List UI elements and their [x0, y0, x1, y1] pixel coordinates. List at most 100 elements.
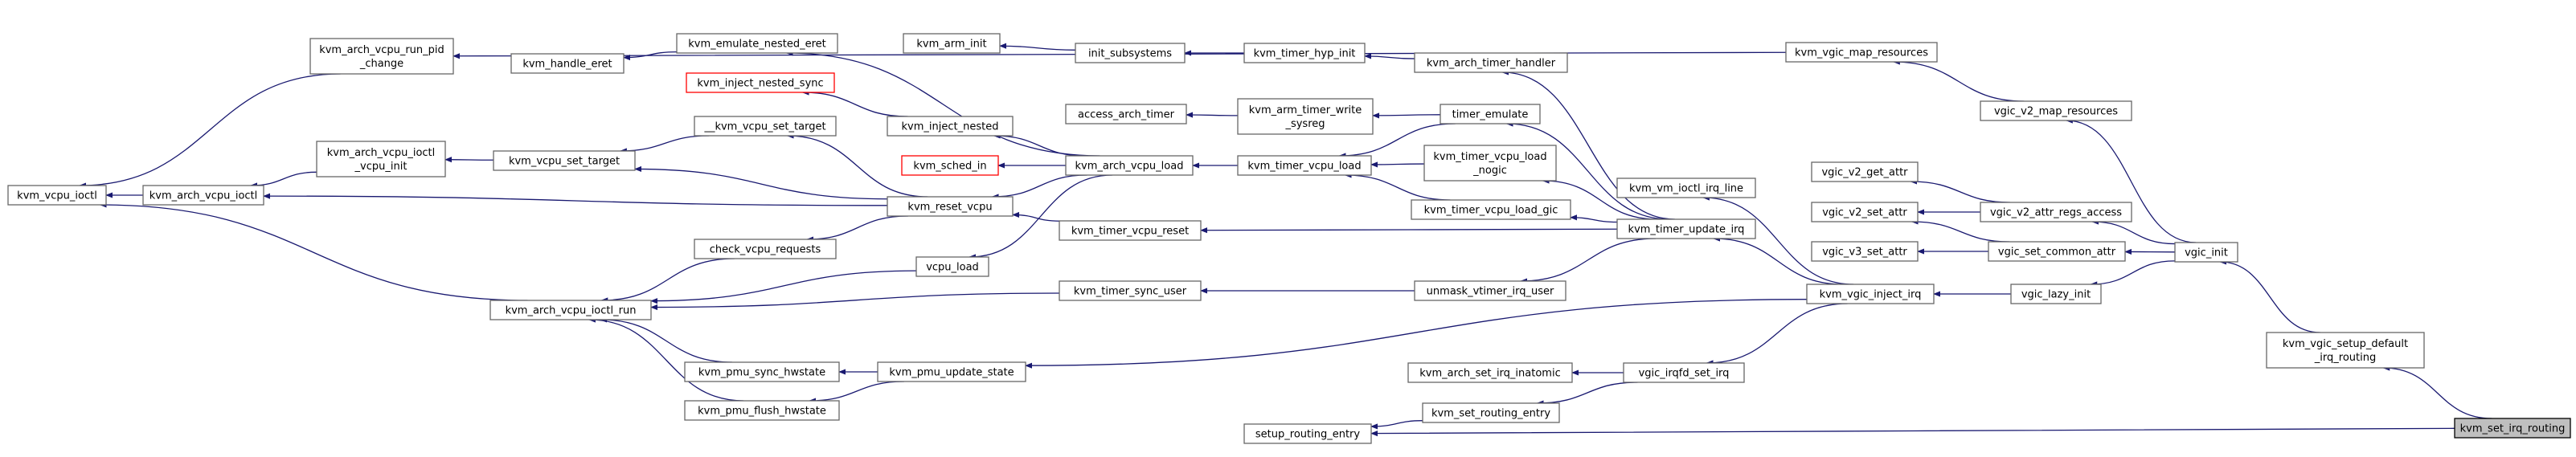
graph-node-timer-emulate[interactable]: timer_emulate — [1440, 104, 1541, 124]
call-edge — [600, 258, 735, 304]
graph-node-arch-vcpu-run-pid[interactable]: kvm_arch_vcpu_run_pid_change — [309, 38, 454, 75]
node-label: kvm_set_irq_routing — [2460, 423, 2566, 435]
node-label: vgic_v2_get_attr — [1821, 167, 1908, 179]
node-box — [309, 38, 454, 75]
graph-node-arch-vcpu-load[interactable]: kvm_arch_vcpu_load — [1065, 155, 1194, 176]
node-label: _change — [359, 58, 403, 70]
node-label: kvm_arm_timer_write — [1249, 104, 1362, 116]
node-box — [1065, 155, 1194, 176]
graph-node-set-routing-entry[interactable]: kvm_set_routing_entry — [1422, 402, 1560, 423]
graph-node-vgic-init[interactable]: vgic_init — [2174, 242, 2238, 263]
node-box — [1237, 155, 1372, 176]
graph-node-arch-vcpu-ioctl-run[interactable]: kvm_arch_vcpu_ioctl_run — [489, 300, 652, 320]
graph-node-timer-vcpu-load-nogic[interactable]: kvm_timer_vcpu_load_nogic — [1423, 145, 1557, 182]
node-label: vcpu_load — [926, 262, 979, 274]
node-box — [1980, 100, 2132, 121]
graph-node-access-arch-timer[interactable]: access_arch_timer — [1065, 104, 1187, 124]
graph-node-inject-nested[interactable]: kvm_inject_nested — [887, 116, 1014, 137]
node-box — [493, 150, 636, 171]
graph-node-timer-vcpu-load-gic[interactable]: kvm_timer_vcpu_load_gic — [1411, 199, 1571, 220]
node-box — [1414, 52, 1568, 73]
node-label: kvm_handle_eret — [522, 59, 612, 71]
graph-node-vgic-irqfd-set-irq[interactable]: vgic_irqfd_set_irq — [1623, 362, 1745, 383]
node-box — [489, 300, 652, 320]
graph-node-setup-routing-entry[interactable]: setup_routing_entry — [1243, 423, 1372, 444]
call-edge — [1012, 211, 1060, 222]
node-box — [1411, 199, 1571, 220]
call-edge — [1370, 161, 1425, 168]
graph-node-vm-ioctl-irq-line[interactable]: kvm_vm_ioctl_irq_line — [1616, 177, 1756, 198]
graph-node-reset-vcpu[interactable]: kvm_reset_vcpu — [887, 196, 1014, 217]
node-box — [142, 185, 264, 206]
graph-node-arch-vcpu-ioctl[interactable]: kvm_arch_vcpu_ioctl — [142, 185, 264, 206]
graph-node-handle-eret[interactable]: kvm_handle_eret — [510, 53, 625, 74]
graph-node-timer-vcpu-reset[interactable]: kvm_timer_vcpu_reset — [1059, 220, 1202, 241]
node-label: kvm_vcpu_set_target — [509, 156, 620, 168]
node-label: kvm_vgic_map_resources — [1795, 47, 1928, 59]
call-edge — [1370, 427, 2455, 437]
graph-node-vcpu-load[interactable]: vcpu_load — [915, 256, 989, 277]
graph-node-vgic-setup-default-irq-routing[interactable]: kvm_vgic_setup_default_irq_routing — [2266, 332, 2425, 369]
node-box — [903, 33, 1001, 54]
graph-node-vgic-v3-set-attr[interactable]: vgic_v3_set_attr — [1811, 241, 1919, 262]
node-box — [1423, 145, 1557, 182]
graph-node-arm-timer-write-sysreg[interactable]: kvm_arm_timer_write_sysreg — [1237, 98, 1374, 135]
graph-node-vgic-v2-map-resources[interactable]: vgic_v2_map_resources — [1980, 100, 2132, 121]
call-edge — [1370, 420, 1423, 430]
graph-node-vgic-v2-set-attr[interactable]: vgic_v2_set_attr — [1811, 202, 1919, 222]
call-edge — [999, 43, 1076, 51]
node-box — [1065, 104, 1187, 124]
graph-node-pmu-update-state[interactable]: kvm_pmu_update_state — [877, 361, 1026, 382]
graph-node-check-vcpu-requests[interactable]: check_vcpu_requests — [694, 239, 837, 259]
call-edge — [1702, 194, 1854, 285]
graph-node---vcpu-set-target[interactable]: __kvm_vcpu_set_target — [694, 116, 837, 137]
graph-node-vcpu-set-target[interactable]: kvm_vcpu_set_target — [493, 150, 636, 171]
node-label: kvm_sched_in — [913, 161, 986, 173]
node-label: kvm_arch_set_irq_inatomic — [1419, 368, 1560, 380]
graph-node-arm-init[interactable]: kvm_arm_init — [903, 33, 1001, 54]
graph-node-arch-timer-handler[interactable]: kvm_arch_timer_handler — [1414, 52, 1568, 73]
graph-node-timer-hyp-init[interactable]: kvm_timer_hyp_init — [1243, 43, 1366, 63]
graph-node-timer-update-irq[interactable]: kvm_timer_update_irq — [1616, 218, 1756, 239]
node-box — [1059, 280, 1202, 301]
graph-node-vgic-map-resources[interactable]: kvm_vgic_map_resources — [1785, 42, 1938, 63]
node-box — [877, 361, 1026, 382]
call-edge — [623, 51, 678, 61]
graph-node-unmask-vtimer-irq-user[interactable]: unmask_vtimer_irq_user — [1414, 280, 1566, 301]
node-box — [1059, 220, 1202, 241]
node-box — [2266, 332, 2425, 369]
call-edge — [801, 89, 908, 117]
node-box — [684, 400, 840, 421]
graph-node-timer-vcpu-load[interactable]: kvm_timer_vcpu_load — [1237, 155, 1372, 176]
call-edge — [444, 157, 494, 163]
node-label: vgic_v3_set_attr — [1822, 247, 1907, 259]
node-box — [1785, 42, 1938, 63]
graph-node-vgic-v2-get-attr[interactable]: vgic_v2_get_attr — [1811, 161, 1919, 182]
node-label: _irq_routing — [2314, 352, 2376, 364]
graph-node-vgic-inject-irq[interactable]: kvm_vgic_inject_irq — [1806, 284, 1935, 304]
call-edge — [1338, 123, 1456, 159]
node-box — [887, 196, 1014, 217]
call-edge — [250, 171, 317, 189]
node-box — [1811, 202, 1919, 222]
node-box — [686, 72, 835, 93]
graph-node-arch-set-irq-inatomic[interactable]: kvm_arch_set_irq_inatomic — [1407, 362, 1573, 383]
node-label: kvm_vm_ioctl_irq_line — [1629, 183, 1743, 195]
call-edge — [1186, 112, 1239, 118]
graph-node-timer-sync-user[interactable]: kvm_timer_sync_user — [1059, 280, 1202, 301]
graph-node-init-subsystems[interactable]: init_subsystems — [1075, 43, 1186, 63]
graph-node-vgic-set-common-attr[interactable]: vgic_set_common_attr — [1988, 241, 2126, 262]
graph-node-pmu-flush-hwstate[interactable]: kvm_pmu_flush_hwstate — [684, 400, 840, 421]
graph-node-sched-in[interactable]: kvm_sched_in — [901, 155, 999, 176]
graph-node-vgic-v2-attr-regs-access[interactable]: vgic_v2_attr_regs_access — [1980, 202, 2132, 222]
graph-node-emulate-nested-eret[interactable]: kvm_emulate_nested_eret — [676, 33, 838, 54]
graph-node-inject-nested-sync[interactable]: kvm_inject_nested_sync — [686, 72, 835, 93]
graph-node-arch-vcpu-ioctl-vcpu-init[interactable]: kvm_arch_vcpu_ioctl_vcpu_init — [316, 141, 446, 177]
graph-node-vcpu-ioctl[interactable]: kvm_vcpu_ioctl — [7, 185, 107, 206]
graph-node-vgic-lazy-init[interactable]: vgic_lazy_init — [2010, 284, 2102, 304]
node-label: kvm_timer_hyp_init — [1254, 48, 1356, 60]
node-box — [1414, 280, 1566, 301]
graph-node-pmu-sync-hwstate[interactable]: kvm_pmu_sync_hwstate — [684, 361, 840, 382]
graph-node-set-irq-routing[interactable]: kvm_set_irq_routing — [2454, 418, 2571, 439]
